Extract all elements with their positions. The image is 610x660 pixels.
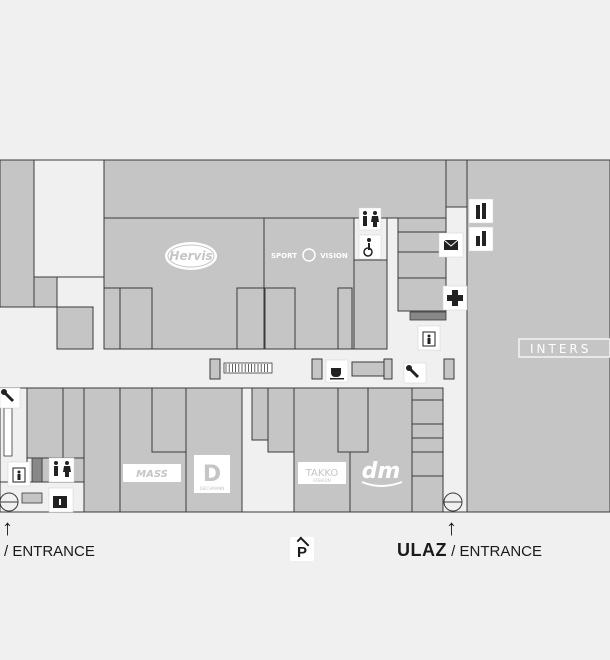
store-bottom-left-1[interactable] <box>26 387 64 459</box>
entrance-arrow-left: ↑ <box>2 515 13 540</box>
store-stack-1[interactable] <box>397 217 447 233</box>
store-sv-sub2[interactable] <box>337 287 353 350</box>
store-top-right-narrow[interactable] <box>445 159 468 208</box>
entrance-label-right: ULAZ / ENTRANCE <box>397 540 543 560</box>
restroom-icon-left[interactable] <box>48 457 75 483</box>
parking-icon[interactable]: P <box>290 536 314 561</box>
entrance-arrow-right: ↑ <box>446 515 457 540</box>
store-stack-4[interactable] <box>397 277 447 312</box>
restroom-icon[interactable] <box>358 207 382 231</box>
elevator-icon-left[interactable] <box>7 461 31 487</box>
store-bottom-left-2[interactable] <box>62 387 85 459</box>
store-right-of-sv[interactable] <box>353 259 388 350</box>
store-right-stack-4[interactable] <box>411 437 444 453</box>
store-right-stack-2[interactable] <box>411 399 444 425</box>
store-hervis-sub3[interactable] <box>236 287 266 350</box>
store-right-stack-1[interactable] <box>411 387 444 401</box>
cosmetics-icon[interactable] <box>468 226 494 252</box>
svg-text:MASS: MASS <box>136 469 168 480</box>
svg-text:INTERS: INTERS <box>530 342 591 356</box>
elevator-icon[interactable] <box>417 325 441 351</box>
kiosk-3[interactable] <box>351 361 385 377</box>
store-right-stack-3[interactable] <box>411 423 444 439</box>
store-top-band[interactable] <box>103 159 447 219</box>
kiosk-4[interactable] <box>383 358 393 380</box>
store-mass-sub2[interactable] <box>151 387 187 453</box>
svg-text:TAKKO: TAKKO <box>305 468 339 479</box>
store-right-stack-5[interactable] <box>411 451 444 477</box>
kiosk-1[interactable] <box>209 358 221 380</box>
store-deichmann[interactable] <box>185 387 243 513</box>
store-top-left-2[interactable] <box>33 276 58 308</box>
svg-text:DEICHMANN: DEICHMANN <box>200 486 225 491</box>
info-icon[interactable] <box>48 487 74 513</box>
first-aid-icon[interactable] <box>442 285 468 311</box>
dm-logo: dm <box>361 459 403 487</box>
store-stack-3[interactable] <box>397 251 447 279</box>
corridor-top-left <box>33 159 105 278</box>
entrance-label-left: / ENTRANCE <box>4 543 95 560</box>
kiosk-2[interactable] <box>311 358 323 380</box>
post-icon[interactable] <box>438 232 464 258</box>
store-mass-sub1[interactable] <box>83 387 121 513</box>
pharmacy-icon[interactable] <box>468 198 494 224</box>
store-mid-2[interactable] <box>267 387 295 453</box>
svg-text:dm: dm <box>362 459 401 484</box>
store-dm-sub[interactable] <box>337 387 369 453</box>
svg-text:SPORT: SPORT <box>271 252 297 260</box>
kiosk-5[interactable] <box>443 358 455 380</box>
sportvision-logo: SPORT VISION <box>271 248 348 262</box>
svg-text:Hervis: Hervis <box>169 249 212 263</box>
intersport-logo: INTERS <box>518 338 610 358</box>
svg-text:D: D <box>203 462 221 487</box>
hervis-logo: Hervis <box>165 242 217 270</box>
store-left-small[interactable] <box>56 306 94 350</box>
store-right-stack-6[interactable] <box>411 475 444 513</box>
cafe-icon[interactable] <box>325 359 349 383</box>
store-sv-sub1[interactable] <box>264 287 296 350</box>
mass-logo: MASS <box>123 464 181 482</box>
store-mid-1[interactable] <box>251 387 269 441</box>
deichmann-logo: D DEICHMANN <box>194 455 230 493</box>
escalator-icon <box>223 362 273 374</box>
store-top-left[interactable] <box>0 159 35 308</box>
svg-text:FASHION: FASHION <box>313 478 331 483</box>
entrance-name-ulaz: ULAZ <box>397 540 447 560</box>
svg-text:VISION: VISION <box>320 252 348 260</box>
store-hervis-sub2[interactable] <box>119 287 153 350</box>
takko-logo: TAKKO FASHION <box>298 462 346 484</box>
service-icon[interactable] <box>403 362 427 384</box>
store-hervis-sub1[interactable] <box>103 287 121 350</box>
service-icon-left[interactable] <box>0 387 21 409</box>
wheelchair-icon[interactable] <box>358 234 382 260</box>
